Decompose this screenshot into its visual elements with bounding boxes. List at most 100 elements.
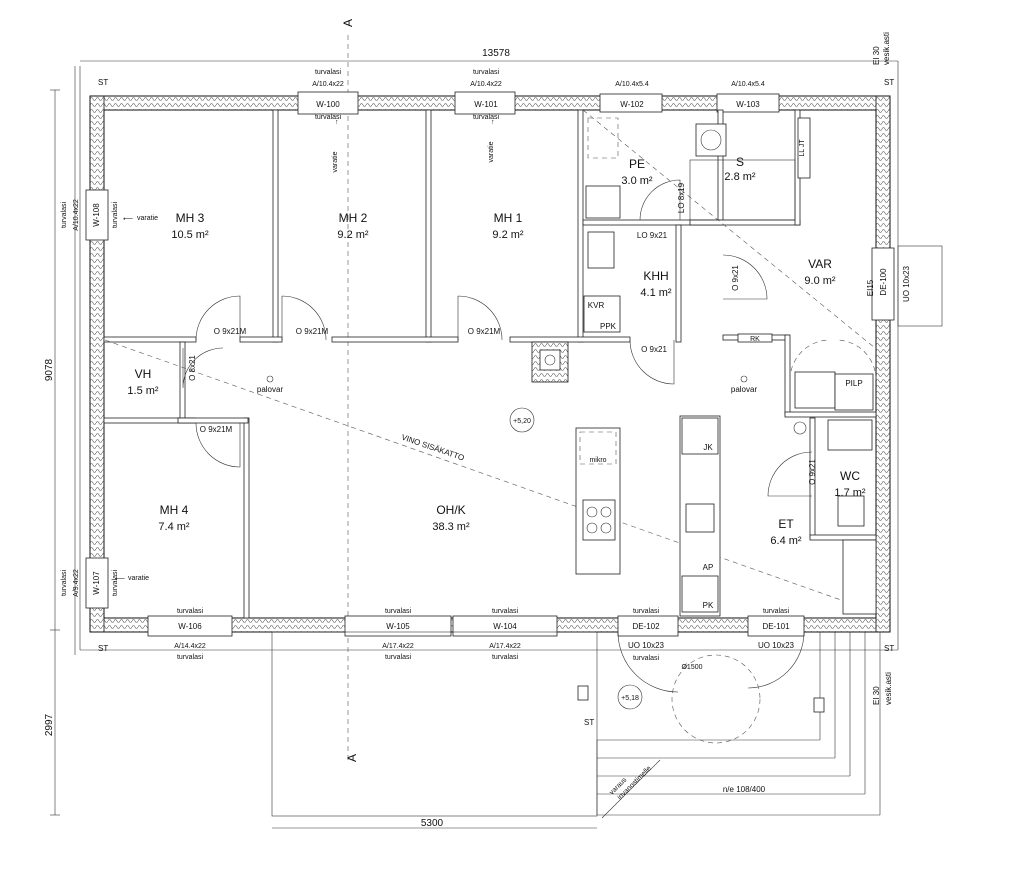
svg-text:DE-102: DE-102 xyxy=(632,622,660,631)
svg-text:EI15: EI15 xyxy=(866,279,875,296)
st-bottom-right: ST xyxy=(884,644,894,653)
svg-text:W-105: W-105 xyxy=(386,622,410,631)
door-mh1: O 9x21M xyxy=(457,295,503,341)
sloped-ceiling-line xyxy=(104,339,876,613)
svg-text:UO 10x23: UO 10x23 xyxy=(628,641,665,650)
svg-text:JK: JK xyxy=(703,443,713,452)
window-w102: A/10.4x5.4 W-102 xyxy=(599,81,663,113)
svg-text:ET: ET xyxy=(778,517,794,531)
dimension-lines xyxy=(50,60,899,829)
door-wc: O 9x21 xyxy=(767,451,817,497)
svg-text:turvalasi: turvalasi xyxy=(385,608,412,615)
door-de101: turvalasi DE-101 UO 10x23 xyxy=(747,608,805,689)
svg-text:MH 2: MH 2 xyxy=(339,211,368,225)
svg-text:4.1 m²: 4.1 m² xyxy=(640,287,672,299)
svg-text:10.5 m²: 10.5 m² xyxy=(171,229,209,241)
fire-note-bottom-a: EI 30 xyxy=(872,686,881,705)
varatie-mh3: varatie ⟵ xyxy=(123,215,158,223)
svg-text:A/10.4x22: A/10.4x22 xyxy=(73,199,80,231)
arrow-up-icon: ↑ xyxy=(491,119,495,126)
svg-text:turvalasi: turvalasi xyxy=(633,655,660,662)
smoke-detector-left: palovar xyxy=(257,375,283,394)
svg-text:turvalasi: turvalasi xyxy=(633,608,660,615)
svg-text:KHH: KHH xyxy=(643,269,668,283)
svg-text:W-103: W-103 xyxy=(736,100,760,109)
section-mark-bottom: A xyxy=(345,754,359,762)
interior-walls xyxy=(103,109,877,619)
sloped-ceiling-label: VINO SISÄKATTO xyxy=(400,433,465,463)
room-s: S 2.8 m² xyxy=(724,155,756,183)
svg-text:turvalasi: turvalasi xyxy=(385,654,412,661)
svg-text:A/10.4x5.4: A/10.4x5.4 xyxy=(615,81,649,88)
svg-text:O 9x21M: O 9x21M xyxy=(296,327,329,336)
pilp-unit: PILP RK xyxy=(737,333,874,411)
door-mh2: O 9x21M xyxy=(281,295,329,341)
svg-text:1.5 m²: 1.5 m² xyxy=(127,385,159,397)
svg-text:W-106: W-106 xyxy=(178,622,202,631)
svg-text:PK: PK xyxy=(703,601,714,610)
door-de100: DE-100 UO 10x23 EI15 xyxy=(866,245,943,327)
svg-text:MH 4: MH 4 xyxy=(160,503,189,517)
svg-text:WC: WC xyxy=(840,469,860,483)
kitchen-counter: JK AP PK xyxy=(679,415,721,617)
svg-text:VH: VH xyxy=(135,367,152,381)
svg-text:turvalasi: turvalasi xyxy=(177,654,204,661)
svg-text:2.8 m²: 2.8 m² xyxy=(724,171,756,183)
svg-text:RK: RK xyxy=(750,336,760,343)
door-khh: LO 9x21 xyxy=(637,231,668,240)
svg-text:PILP: PILP xyxy=(845,379,862,388)
arrow-up-icon: ↑ xyxy=(335,119,339,126)
arrow-left-icon: ⟵ xyxy=(123,216,133,223)
svg-text:A/14.4x22: A/14.4x22 xyxy=(174,643,206,650)
svg-text:OH/K: OH/K xyxy=(436,503,465,517)
window-w105: turvalasi W-105 A/17.4x22 turvalasi xyxy=(344,608,452,661)
room-mh1: MH 1 9.2 m² xyxy=(492,211,524,241)
svg-text:PPK: PPK xyxy=(600,322,617,331)
svg-text:KVR: KVR xyxy=(588,301,605,310)
svg-text:W-101: W-101 xyxy=(474,100,498,109)
svg-text:turvalasi: turvalasi xyxy=(177,608,204,615)
svg-text:UO 10x23: UO 10x23 xyxy=(902,265,911,302)
smoke-detector-right: palovar xyxy=(731,375,758,394)
svg-text:A/17.4x22: A/17.4x22 xyxy=(382,643,414,650)
window-w103: A/10.4x5.4 W-103 xyxy=(716,81,780,113)
svg-text:UO 10x23: UO 10x23 xyxy=(758,641,795,650)
svg-text:VAR: VAR xyxy=(808,257,832,271)
window-w107: turvalasi A/9.4x22 W-107 turvalasi xyxy=(61,557,119,609)
level-marker-inside: +5,20 xyxy=(509,407,535,433)
terrace-level: +5,18 xyxy=(621,695,639,702)
door-vh: O 8x21 xyxy=(182,347,224,389)
varatie-mh1: varatie ↑ xyxy=(488,119,495,163)
svg-text:turvalasi: turvalasi xyxy=(763,608,790,615)
room-pe: PE 3.0 m² xyxy=(621,157,653,187)
terrace-st: ST xyxy=(584,718,594,727)
svg-text:A/10.4x22: A/10.4x22 xyxy=(312,81,344,88)
svg-text:O 9x21M: O 9x21M xyxy=(214,327,247,336)
svg-text:9.2 m²: 9.2 m² xyxy=(492,229,524,241)
overall-depth: 9078 xyxy=(44,358,55,381)
svg-text:W-107: W-107 xyxy=(92,571,101,595)
fire-note-bottom-b: vesik.asti xyxy=(884,672,893,705)
svg-text:turvalasi: turvalasi xyxy=(473,114,500,121)
window-w101: turvalasi A/10.4x22 W-101 turvalasi xyxy=(454,69,516,121)
svg-text:varatie: varatie xyxy=(488,141,495,162)
fire-note-top-b: vesik.asti xyxy=(882,32,891,65)
door-mh3: O 9x21M xyxy=(195,295,247,341)
room-khh: KHH 4.1 m² xyxy=(640,269,672,299)
svg-text:O 9x21: O 9x21 xyxy=(808,459,817,485)
door-pe: LO 8x19 xyxy=(639,179,686,221)
utility-fixtures: KVR PPK xyxy=(583,231,621,333)
svg-text:A/9.4x22: A/9.4x22 xyxy=(73,569,80,597)
svg-text:9.2 m²: 9.2 m² xyxy=(337,229,369,241)
svg-text:turvalasi: turvalasi xyxy=(473,69,500,76)
svg-text:turvalasi: turvalasi xyxy=(61,202,68,229)
terrace-diameter: Ø1500 xyxy=(681,664,702,671)
room-var: VAR 9.0 m² xyxy=(804,257,836,287)
svg-text:9.0 m²: 9.0 m² xyxy=(804,275,836,287)
st-bottom-left: ST xyxy=(98,644,108,653)
window-w104: turvalasi W-104 A/17.4x22 turvalasi xyxy=(452,608,558,661)
bathroom-fixtures: LL JT xyxy=(585,117,811,221)
terrace-width: 5300 xyxy=(421,818,444,829)
svg-text:MH 1: MH 1 xyxy=(494,211,523,225)
svg-text:palovar: palovar xyxy=(731,385,758,394)
